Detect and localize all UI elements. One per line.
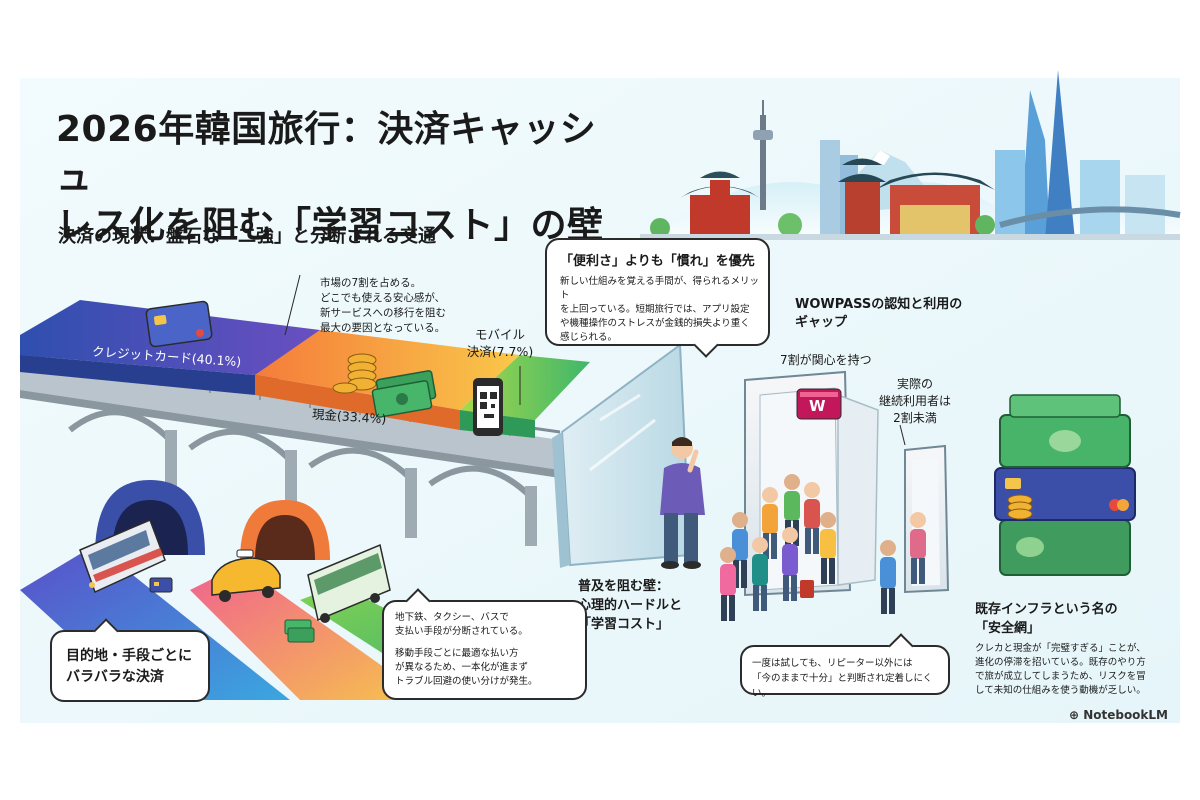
logo-text: NotebookLM (1083, 708, 1168, 722)
transport-heading: 目的地・手段ごとに バラバラな決済 (66, 648, 192, 685)
transport-body-2: 移動手段ごとに最適な払い方 が異なるため、一本化が進まず トラブル回避の使い分け… (395, 648, 538, 687)
convenience-heading: 「便利さ」よりも「慣れ」を優先 (560, 254, 755, 269)
banknote-stack-icon (371, 370, 437, 418)
mobile-qr-phone-icon (473, 378, 503, 436)
thinking-man-figure (660, 437, 705, 569)
convenience-callout: 「便利さ」よりも「慣れ」を優先 新しい仕組みを覚える手間が、得られるメリット を… (545, 238, 770, 358)
wowpass-actual-label: 実際の 継続利用者は 2割未満 (878, 377, 951, 425)
subway-card-icon (149, 577, 173, 593)
cash-card-safety-stack (994, 394, 1136, 576)
market-share-note: 市場の7割を占める。 どこでも使える安心感が、 新サービスへの移行を阻む 最大の… (320, 277, 446, 334)
seoul-skyline (640, 70, 1181, 240)
wowpass-card-letter: W (809, 397, 826, 415)
mobile-share-label: モバイル 決済(7.7%) (466, 327, 534, 359)
transport-detail-callout: 地下鉄、タクシー、バスで 支払い手段が分断されている。 移動手段ごとに最適な払い… (382, 588, 587, 700)
repeater-callout: 一度は試しても、リピーター以外には 「今のままで十分」と判断され定着しにくい。 (740, 633, 950, 699)
section-subtitle: 決済の現状：盤石な「二強」と分断される交通 (58, 226, 436, 247)
safety-net-heading: 既存インフラという名の 「安全網」 (975, 602, 1118, 636)
cash-share-block (255, 330, 520, 410)
wowpass-heading: WOWPASSの認知と利用の ギャップ (795, 297, 963, 330)
crowd-figures (720, 474, 926, 621)
subway-train-icon (79, 519, 166, 594)
transport-body-1: 地下鉄、タクシー、バスで 支払い手段が分断されている。 (395, 612, 528, 637)
notebooklm-icon: ⊕ (1068, 708, 1084, 722)
barrier-heading: 普及を阻む壁： 心理的ハードルと 「学習コスト」 (578, 579, 683, 632)
safety-net-body: クレカと現金が「完璧すぎる」ことが、 進化の停滞を招いている。既存のやり方 で旅… (975, 643, 1146, 696)
transport-heading-callout: 目的地・手段ごとに バラバラな決済 (50, 618, 210, 702)
bus-icon (307, 543, 391, 623)
convenience-body: 新しい仕組みを覚える手間が、得られるメリット を上回っている。短期旅行では、アプ… (560, 276, 760, 343)
payment-bridge (19, 274, 590, 546)
taxi-icon (211, 549, 281, 602)
credit-card-icon (145, 300, 213, 348)
repeater-body: 一度は試しても、リピーター以外には 「今のままで十分」と判断され定着しにくい。 (752, 658, 933, 699)
wowpass-interest-label: 7割が関心を持つ (780, 353, 872, 367)
notebooklm-logo: ⊕ NotebookLM (1069, 708, 1168, 722)
coin-stack-icon (332, 353, 377, 394)
page-title: 2026年韓国旅行：決済キャッシュ レス化を阻む「学習コスト」の壁 (56, 109, 604, 246)
